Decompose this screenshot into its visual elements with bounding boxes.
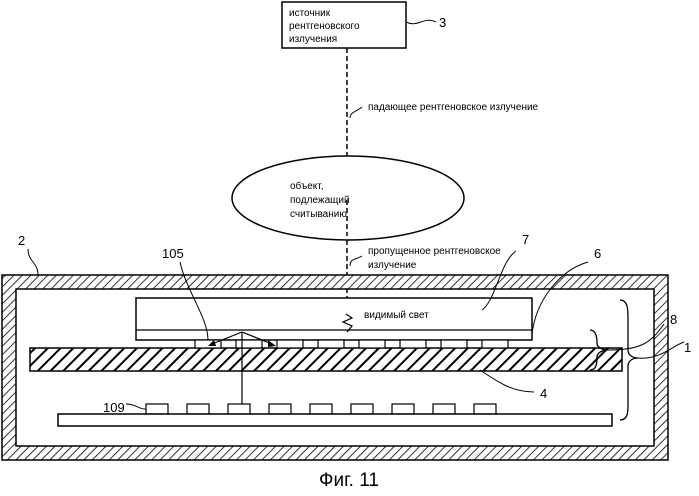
ref-105: 105 — [162, 246, 184, 261]
sensor-109 — [474, 404, 496, 414]
sensor-105 — [482, 340, 508, 348]
sensor-109 — [433, 404, 455, 414]
incident-label: падающее рентгеновское излучение — [368, 102, 539, 113]
leader-2 — [28, 249, 38, 275]
sensor-row-109 — [146, 404, 496, 414]
sensor-109 — [351, 404, 373, 414]
sensor-105 — [441, 340, 467, 348]
lower-plate — [58, 414, 612, 426]
scintillator-block — [136, 298, 532, 340]
sensor-105 — [277, 340, 303, 348]
sensor-109 — [187, 404, 209, 414]
object-label-1: объект, — [290, 180, 324, 192]
leader-transmitted — [350, 256, 362, 266]
sensor-105 — [236, 340, 262, 348]
leader-6 — [532, 262, 588, 334]
leader-3 — [406, 20, 436, 23]
leader-109 — [126, 404, 146, 409]
ref-8: 8 — [670, 312, 677, 327]
ref-7: 7 — [522, 232, 529, 247]
visible-light-label: видимый свет — [364, 310, 429, 321]
sensor-109 — [310, 404, 332, 414]
transmitted-label-2: излучение — [368, 260, 417, 271]
object-label-3: считыванию — [290, 209, 347, 220]
transmitted-label-1: пропущенное рентгеновское — [368, 246, 501, 257]
ref-3: 3 — [439, 15, 446, 30]
sensor-109 — [146, 404, 168, 414]
sensor-109 — [269, 404, 291, 414]
sensor-109 — [228, 404, 250, 414]
substrate-4 — [30, 348, 622, 371]
xray-source-box: источник рентгеновского излучения — [282, 2, 406, 48]
sensor-105 — [400, 340, 426, 348]
leader-incident — [350, 107, 362, 118]
ref-6: 6 — [594, 246, 601, 261]
leader-4 — [480, 370, 534, 392]
source-label-3: излучения — [289, 34, 337, 45]
object-label-2: подлежащий — [290, 195, 350, 206]
ref-1: 1 — [684, 340, 691, 355]
ref-109: 109 — [103, 400, 125, 415]
ref-4: 4 — [540, 386, 547, 401]
source-label-1: источник — [289, 8, 331, 19]
ref-2: 2 — [18, 233, 25, 248]
sensor-109 — [392, 404, 414, 414]
figure-caption: Фиг. 11 — [319, 470, 379, 491]
source-label-2: рентгеновского — [289, 21, 360, 32]
sensor-105 — [359, 340, 385, 348]
sensor-105 — [318, 340, 344, 348]
sensor-105 — [195, 340, 221, 348]
